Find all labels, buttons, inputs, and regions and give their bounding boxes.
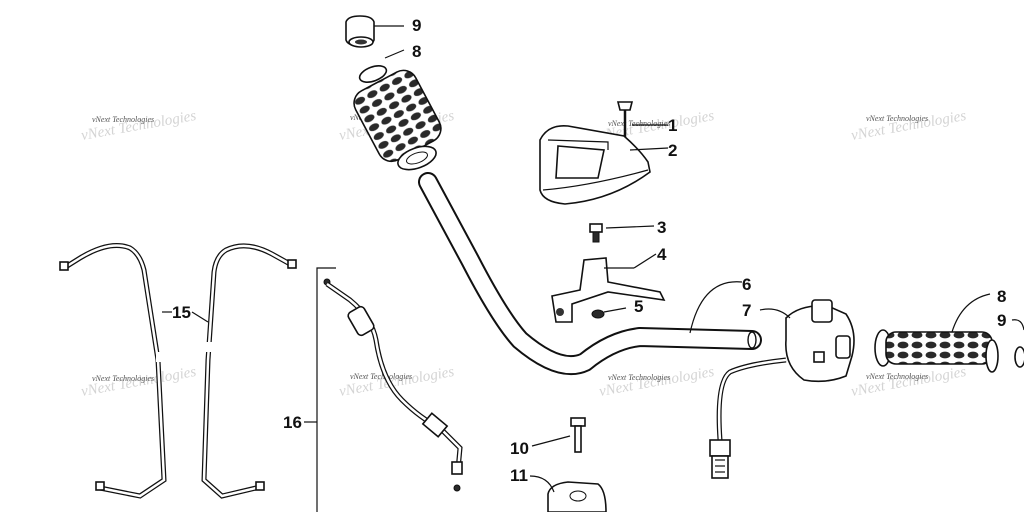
handlebar: [418, 172, 762, 376]
clamp-bolt: [531, 417, 586, 453]
handlebar-grip-left: [353, 49, 442, 171]
callout-10: 10: [510, 439, 529, 458]
handlebar-clamp: [529, 475, 607, 512]
callout-2: 2: [668, 141, 677, 160]
callout-11: 11: [510, 466, 528, 485]
watermark-text: vNext Technologies: [350, 372, 412, 381]
callout-4: 4: [657, 245, 667, 264]
mounting-bracket: [551, 253, 666, 323]
callout-1: 1: [668, 116, 677, 135]
brake-cables: [59, 243, 297, 499]
bar-end-cap-right: [1011, 319, 1024, 368]
callout-5: 5: [634, 297, 643, 316]
instrument-pod-cover: [539, 124, 669, 205]
switch-housing: [709, 299, 855, 479]
callout-6: 6: [742, 275, 751, 294]
callout-9: 9: [412, 16, 421, 35]
throttle-cable: [304, 267, 463, 512]
callout-7: 7: [742, 301, 751, 320]
watermark-text: vNext Technologies: [608, 119, 670, 128]
watermark-shadow: vNext Technologies: [850, 364, 968, 400]
watermark-text: vNext Technologies: [92, 374, 154, 383]
callout-9-right: 9: [997, 311, 1006, 330]
callout-16: 16: [283, 413, 302, 432]
watermark-text: vNext Technologies: [92, 115, 154, 124]
callout-labels: 9 8 1 2 3 4 6 7 5 8 9 15 16 10 11: [172, 16, 1006, 485]
bracket-bolt: [589, 223, 655, 243]
callout-15: 15: [172, 303, 191, 322]
watermark-text: vNext Technologies: [866, 114, 928, 123]
bracket-screw: [591, 307, 627, 319]
callout-8: 8: [412, 42, 421, 61]
watermark-shadow: vNext Technologies: [80, 108, 198, 144]
callout-8-right: 8: [997, 287, 1006, 306]
watermark-text: vNext Technologies: [608, 373, 670, 382]
watermark-text: vNext Technologies: [866, 372, 928, 381]
bar-end-cap-left: [345, 15, 404, 48]
handlebar-grip-right: [874, 293, 999, 373]
callout-3: 3: [657, 218, 666, 237]
